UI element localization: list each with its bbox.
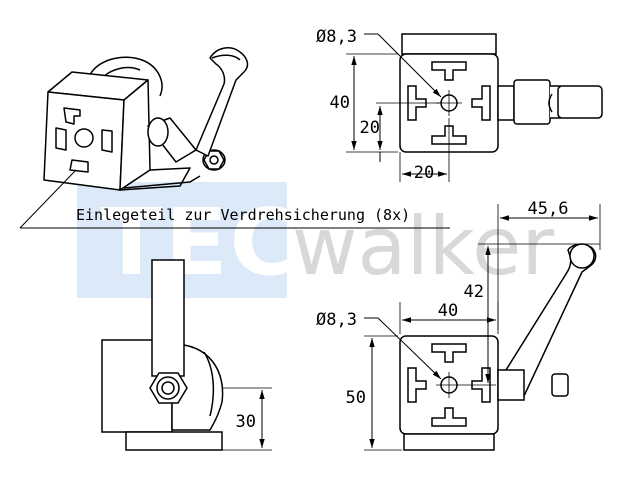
watermark-tec: TEC (100, 189, 299, 296)
callout: Einlegeteil zur Verdrehsicherung (8x) (19, 169, 450, 229)
side-view (101, 259, 272, 451)
top-width-dim: 40 (330, 93, 350, 113)
top-view: Ø8,3 40 20 20 (316, 27, 603, 183)
top-slot-dim-h: 20 (414, 163, 434, 183)
isometric-view (43, 46, 249, 191)
lever-icon (195, 46, 249, 157)
front-hole-dim: Ø8,3 (316, 310, 357, 330)
front-height-dim: 50 (346, 388, 366, 408)
watermark: TEC walker (77, 182, 554, 298)
top-slot-dim-v: 20 (360, 118, 380, 138)
front-width-dim: 40 (438, 301, 458, 321)
front-lever-height-dim: 42 (464, 282, 484, 302)
front-view: 45,6 42 40 Ø8,3 50 (316, 199, 601, 451)
top-hole-dim: Ø8,3 (316, 27, 357, 47)
hole-icon (74, 128, 94, 148)
top-knob (557, 85, 603, 119)
side-axis-height-dim: 30 (236, 412, 256, 432)
front-lever-reach-dim: 45,6 (528, 199, 569, 219)
callout-label: Einlegeteil zur Verdrehsicherung (8x) (76, 206, 410, 224)
